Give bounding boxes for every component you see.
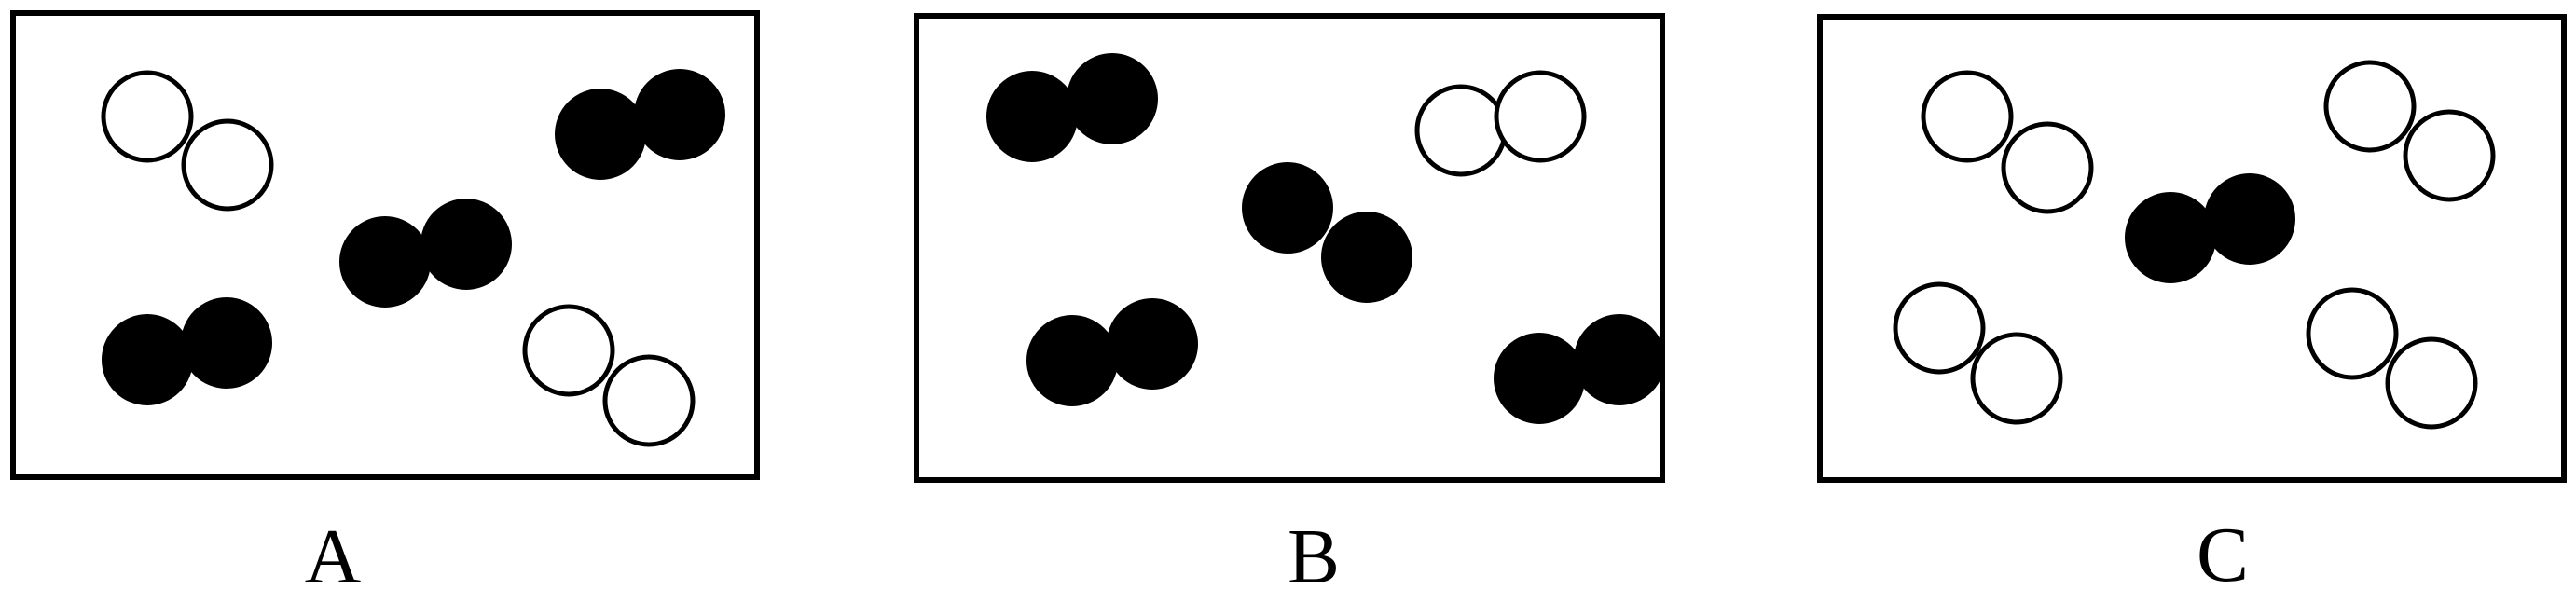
panel-c-molecule-3	[2125, 173, 2295, 283]
panel-b-molecule-5	[1494, 314, 1665, 424]
atom-2	[1970, 332, 2063, 425]
atom-1	[2306, 287, 2399, 380]
atom-1	[339, 216, 431, 308]
atom-2	[181, 118, 274, 212]
atom-2	[602, 354, 696, 447]
panel-a-box	[10, 10, 760, 480]
atom-1	[986, 71, 1078, 162]
panel-c-box	[1817, 14, 2567, 483]
atom-1	[555, 89, 646, 180]
panel-b-molecule-4	[1026, 298, 1198, 406]
panel-b-molecule-3	[1414, 70, 1587, 177]
panel-a-molecule-5	[522, 304, 696, 447]
atom-1	[1026, 315, 1118, 406]
panel-c-molecule-5	[2306, 287, 2478, 430]
atom-2	[1494, 70, 1587, 163]
atom-2	[2204, 173, 2295, 265]
atom-1	[522, 304, 615, 397]
atom-1	[101, 70, 194, 163]
panel-a-molecule-4	[102, 297, 272, 405]
molecules-layer	[101, 53, 2496, 447]
atom-1	[1494, 333, 1585, 424]
panel-c-molecule-1	[1921, 70, 2094, 214]
panel-a-molecule-3	[339, 199, 512, 308]
atom-1	[102, 314, 193, 405]
atom-2	[1574, 314, 1665, 405]
atom-2	[1321, 212, 1412, 303]
panel-c-molecule-2	[2323, 60, 2496, 202]
atom-1	[2125, 192, 2216, 283]
atom-2	[181, 297, 272, 389]
panel-b-box	[914, 13, 1665, 483]
atom-1	[1242, 162, 1333, 254]
atom-1	[1921, 70, 2014, 163]
panel-b-molecule-1	[986, 53, 1158, 162]
atom-2	[2001, 121, 2094, 214]
panel-b-label: B	[1287, 514, 1341, 600]
atom-2	[634, 69, 725, 160]
atom-2	[2385, 336, 2478, 430]
panel-a-molecule-1	[101, 70, 274, 212]
panel-a-label: A	[304, 514, 362, 600]
atom-2	[1067, 53, 1158, 144]
panel-a-molecule-2	[555, 69, 725, 180]
atom-2	[1107, 298, 1198, 390]
panel-c-label: C	[2196, 512, 2250, 598]
atom-1	[1414, 84, 1508, 177]
panel-c-molecule-4	[1893, 281, 2063, 425]
atom-1	[2323, 60, 2417, 153]
atom-2	[420, 199, 512, 290]
atom-1	[1893, 281, 1986, 375]
panel-b-molecule-2	[1242, 162, 1412, 303]
atom-2	[2403, 109, 2496, 202]
